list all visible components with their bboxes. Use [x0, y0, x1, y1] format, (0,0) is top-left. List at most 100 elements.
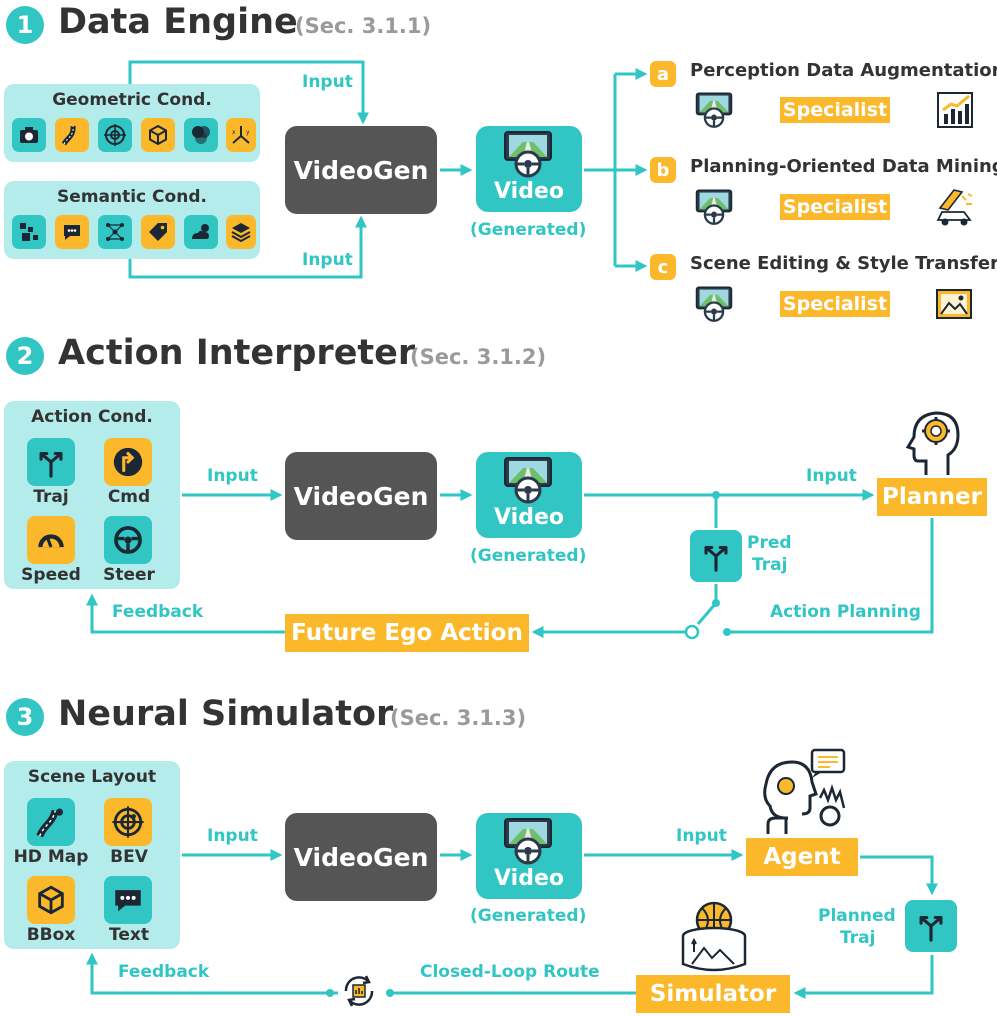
- text-icon: [104, 876, 152, 924]
- video-label-1: Video: [494, 179, 564, 204]
- planned-traj-label: Traj: [840, 928, 876, 948]
- scene-layout-panel: Scene Layout HD Map BEV BBox Text: [4, 761, 180, 949]
- steer-label: Steer: [103, 565, 155, 585]
- specialist-b: Specialist: [780, 194, 890, 220]
- task-badge-c: c: [650, 254, 676, 280]
- camera-icon: [12, 118, 46, 152]
- video-box-3: Video: [476, 813, 582, 899]
- pred-traj-icon: [690, 530, 742, 582]
- thinking-head-icon: [905, 411, 960, 475]
- video-screen-icon: [503, 456, 553, 504]
- closed-loop-route-label: Closed-Loop Route: [420, 962, 600, 982]
- section-2-title: Action Interpreter: [58, 333, 416, 373]
- command-icon: [104, 438, 152, 486]
- bbox-label: BBox: [26, 925, 76, 945]
- task-b-video-icon: [695, 188, 733, 226]
- section-1-number: 1: [6, 6, 44, 44]
- action-cond-panel: Action Cond. Traj Cmd Speed Steer: [4, 401, 180, 589]
- route-cycle-icon: [344, 975, 374, 1007]
- segmentation-icon: [12, 215, 46, 249]
- svg-text:x: x: [232, 129, 236, 136]
- picture-icon: [936, 289, 972, 319]
- road-icon: [55, 118, 89, 152]
- section-2-number: 2: [6, 337, 44, 375]
- video-box-1: Video: [476, 126, 582, 212]
- section-1-title: Data Engine: [58, 2, 298, 42]
- bbox-icon: [27, 876, 75, 924]
- task-label-c: Scene Editing & Style Transfer: [690, 253, 997, 274]
- geometric-cond-title: Geometric Cond.: [52, 90, 212, 110]
- semantic-cond-title: Semantic Cond.: [57, 187, 207, 207]
- tag-icon: [141, 215, 175, 249]
- planner-box: Planner: [877, 478, 987, 516]
- bev-label: BEV: [110, 847, 148, 867]
- crash-icon: [936, 189, 973, 226]
- speed-label: Speed: [21, 565, 81, 585]
- traj-pred-label: Traj: [752, 555, 788, 575]
- task-a-video-icon: [695, 91, 733, 129]
- hdmap-label: HD Map: [13, 847, 89, 867]
- layers-icon: [184, 118, 218, 152]
- radar-icon: [98, 118, 132, 152]
- input-label-agent: Input: [676, 826, 727, 846]
- bev-icon: [104, 798, 152, 846]
- stack-icon: [226, 215, 256, 249]
- specialist-c: Specialist: [780, 291, 890, 317]
- videogen-box-2: VideoGen: [285, 452, 437, 540]
- svg-text:y: y: [246, 129, 250, 136]
- speedometer-icon: [27, 516, 75, 564]
- video-label-2: Video: [494, 505, 564, 530]
- feedback-label-3: Feedback: [118, 962, 210, 982]
- graph-icon: [98, 215, 132, 249]
- action-cond-title: Action Cond.: [31, 407, 153, 427]
- task-c-video-icon: [695, 285, 733, 323]
- section-3-title: Neural Simulator: [58, 694, 394, 734]
- world-simulator-icon: [681, 901, 747, 972]
- scene-layout-title: Scene Layout: [27, 767, 157, 787]
- chart-icon: [937, 92, 973, 128]
- action-planning-label: Action Planning: [770, 602, 921, 622]
- videogen-box-3: VideoGen: [285, 813, 437, 901]
- input-label-scene: Input: [207, 826, 258, 846]
- feedback-label-2: Feedback: [112, 602, 204, 622]
- trajectory-icon: [27, 438, 75, 486]
- chat-icon: [55, 215, 89, 249]
- generated-label-1: (Generated): [470, 220, 587, 240]
- future-ego-action-box: Future Ego Action: [285, 614, 529, 652]
- text-label: Text: [109, 925, 149, 945]
- cube-icon: [141, 118, 175, 152]
- pred-label: Pred: [747, 533, 792, 553]
- semantic-cond-panel: Semantic Cond.: [4, 181, 260, 259]
- simulator-box: Simulator: [636, 975, 790, 1013]
- section-3-number: 3: [6, 698, 44, 736]
- generated-label-3: (Generated): [470, 906, 587, 926]
- video-label-3: Video: [494, 866, 564, 891]
- input-label-top: Input: [302, 72, 353, 92]
- specialist-a: Specialist: [780, 97, 890, 123]
- task-badge-b: b: [650, 157, 676, 183]
- weather-icon: [184, 215, 218, 249]
- section-2-ref: (Sec. 3.1.2): [410, 345, 547, 369]
- input-label-planner: Input: [806, 466, 857, 486]
- video-box-2: Video: [476, 452, 582, 538]
- video-screen-icon: [503, 817, 553, 865]
- section-3-ref: (Sec. 3.1.3): [390, 706, 527, 730]
- steering-icon: [104, 516, 152, 564]
- planned-traj-icon: [905, 900, 957, 952]
- task-label-a: Perception Data Augmentation: [690, 60, 997, 81]
- input-label-bottom: Input: [302, 250, 353, 270]
- traj-label: Traj: [33, 487, 69, 507]
- robot-agent-icon: [763, 748, 846, 834]
- generated-label-2: (Generated): [470, 546, 587, 566]
- videogen-box-1: VideoGen: [285, 126, 437, 214]
- video-screen-icon: [503, 130, 553, 178]
- task-label-b: Planning-Oriented Data Mining: [690, 156, 997, 177]
- section-1-ref: (Sec. 3.1.1): [295, 14, 432, 38]
- cmd-label: Cmd: [107, 487, 151, 507]
- agent-box: Agent: [746, 838, 858, 876]
- hdmap-icon: [27, 798, 75, 846]
- input-label-action: Input: [207, 466, 258, 486]
- task-badge-a: a: [650, 61, 676, 87]
